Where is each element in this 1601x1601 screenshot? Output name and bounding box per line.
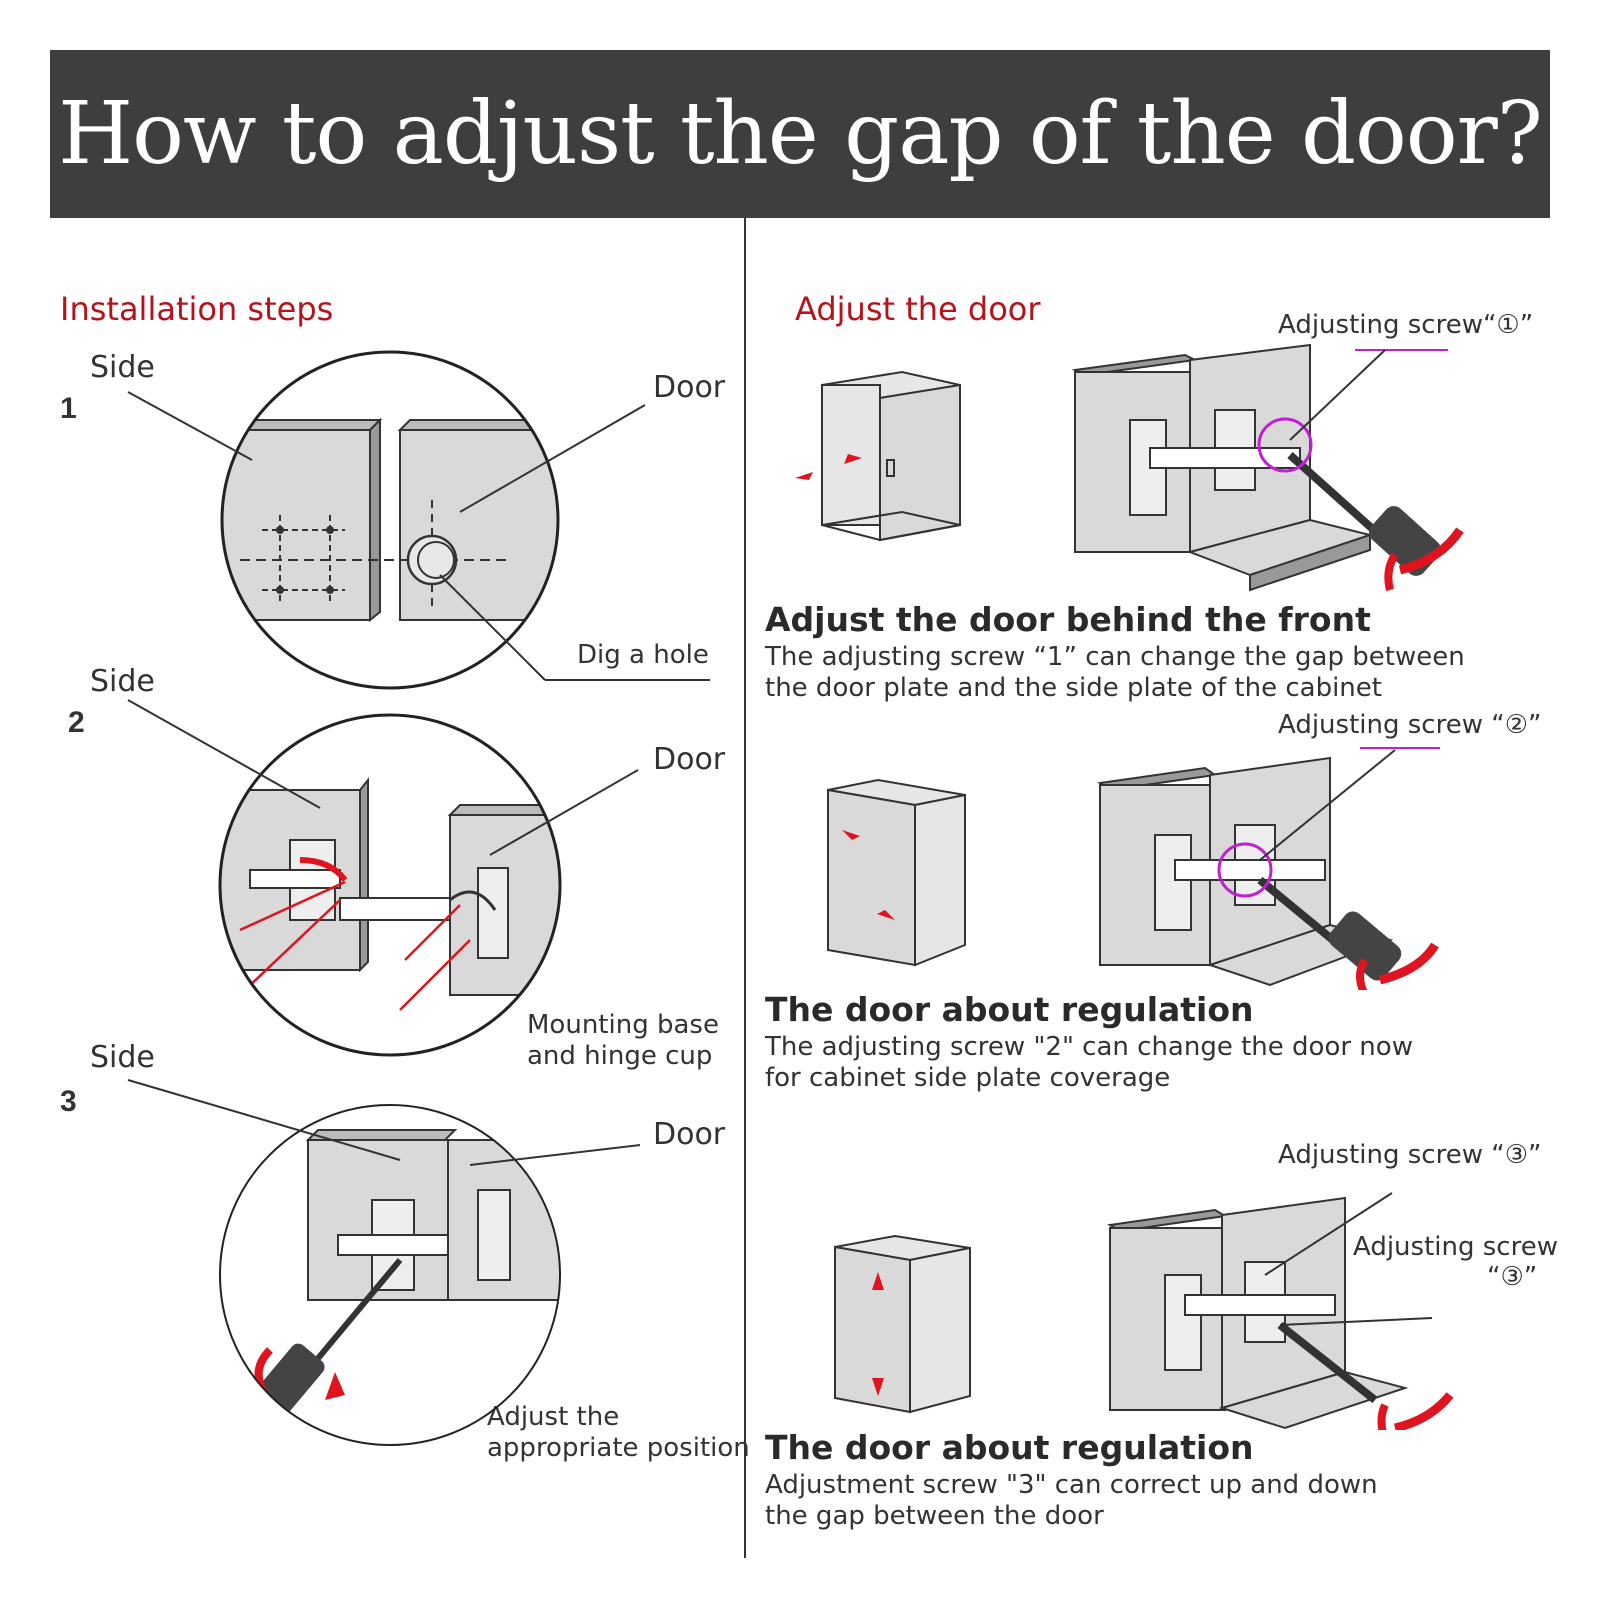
step2-callout-line2: and hinge cup [527, 1041, 713, 1071]
step1-dig-hole-label: Dig a hole [577, 640, 709, 670]
step2-illustration [127, 699, 639, 1057]
section3-desc-line2: the gap between the door [765, 1501, 1104, 1531]
step3-side-label: Side [90, 1040, 155, 1075]
step3-door-label: Door [653, 1117, 726, 1152]
step3-callout-line1: Adjust the [487, 1402, 620, 1432]
screw1-label: Adjusting screw“①” [1278, 310, 1534, 340]
step1-number: 1 [60, 392, 77, 425]
step3-number: 3 [60, 1085, 77, 1118]
installation-steps-heading: Installation steps [60, 290, 334, 328]
step2-door-label: Door [653, 742, 726, 777]
step2-side-label: Side [90, 664, 155, 699]
section3-illustration [834, 1192, 1454, 1430]
step1-side-label: Side [90, 350, 155, 385]
section2-illustration [827, 747, 1440, 990]
adjust-door-heading: Adjust the door [795, 290, 1041, 328]
page-title: How to adjust the gap of the door? [58, 84, 1543, 184]
step1-door-label: Door [653, 370, 726, 405]
section2-desc-line1: The adjusting screw "2" can change the d… [765, 1032, 1413, 1062]
title-banner: How to adjust the gap of the door? [50, 50, 1550, 218]
section1-title: Adjust the door behind the front [765, 600, 1371, 639]
step1-illustration [127, 350, 710, 690]
section2-title: The door about regulation [765, 990, 1254, 1029]
column-divider [744, 218, 746, 1558]
step2-callout-line1: Mounting base [527, 1010, 719, 1040]
step2-number: 2 [68, 706, 85, 739]
step3-callout-line2: appropriate position [487, 1433, 750, 1463]
screw2-label: Adjusting screw “②” [1278, 710, 1542, 740]
section1-desc-line1: The adjusting screw “1” can change the g… [765, 642, 1465, 672]
section1-illustration [795, 343, 1464, 592]
screw3-label: Adjusting screw “③” [1278, 1140, 1542, 1170]
step3-illustration [127, 1079, 641, 1446]
screw3b-label-line1: Adjusting screw [1353, 1232, 1558, 1262]
screw3b-label-line2: “③” [1487, 1262, 1538, 1292]
section1-desc-line2: the door plate and the side plate of the… [765, 673, 1382, 703]
section2-desc-line2: for cabinet side plate coverage [765, 1063, 1171, 1093]
section3-desc-line1: Adjustment screw "3" can correct up and … [765, 1470, 1378, 1500]
section3-title: The door about regulation [765, 1428, 1254, 1467]
